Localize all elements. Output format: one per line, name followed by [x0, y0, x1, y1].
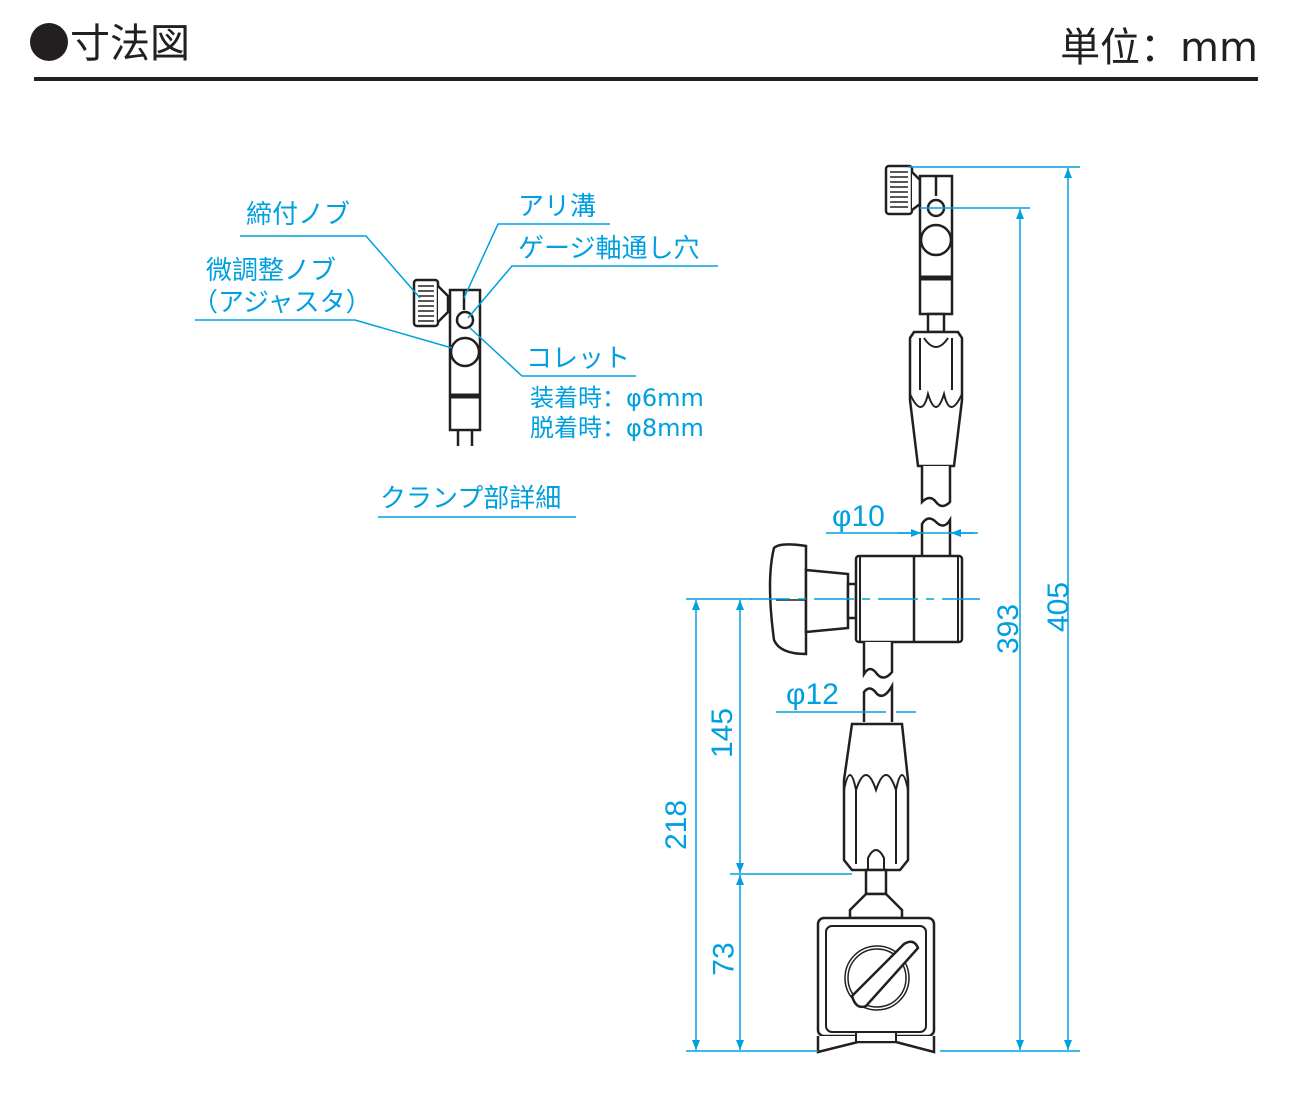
title-text: 寸法図: [70, 21, 190, 67]
dim-value-393: 393: [992, 603, 1026, 655]
dim-value-145: 145: [706, 707, 740, 759]
collet-detached-spec: 脱着時：φ8mm: [530, 414, 704, 442]
dim-value-218: 218: [660, 799, 694, 851]
callout-adjuster: （アジャスタ）: [192, 288, 372, 318]
magnetic-stand-drawing: [768, 164, 964, 1054]
callout-collet: コレット: [526, 344, 631, 374]
callout-leaders: [195, 223, 718, 518]
center-lines: [750, 598, 980, 713]
unit-label: 単位：mm: [1060, 25, 1258, 71]
clamp-detail-drawing: [412, 278, 482, 446]
clamp-knob-shape: [412, 278, 440, 328]
dim-value-73: 73: [707, 942, 741, 976]
callout-gauge-hole: ゲージ軸通し穴: [518, 234, 700, 264]
bullet-icon: [30, 23, 68, 61]
knurl-lines: [418, 285, 434, 322]
callout-clamp-knob: 締付ノブ: [246, 200, 351, 230]
fine-knob-shape: [449, 336, 481, 368]
header-rule: [34, 77, 1258, 81]
dim-value-lower-rod-dia: φ12: [786, 678, 839, 711]
dim-value-405: 405: [1042, 581, 1076, 633]
dim-value-upper-rod-dia: φ10: [832, 500, 885, 533]
page-title: 寸法図: [30, 18, 190, 70]
clamp-detail-caption: クランプ部詳細: [380, 484, 562, 514]
collet-attached-spec: 装着時：φ6mm: [530, 384, 704, 412]
callout-dovetail: アリ溝: [518, 192, 597, 222]
dimension-lines: [692, 168, 1072, 1050]
callout-fine-adjust-knob: 微調整ノブ: [206, 256, 337, 286]
